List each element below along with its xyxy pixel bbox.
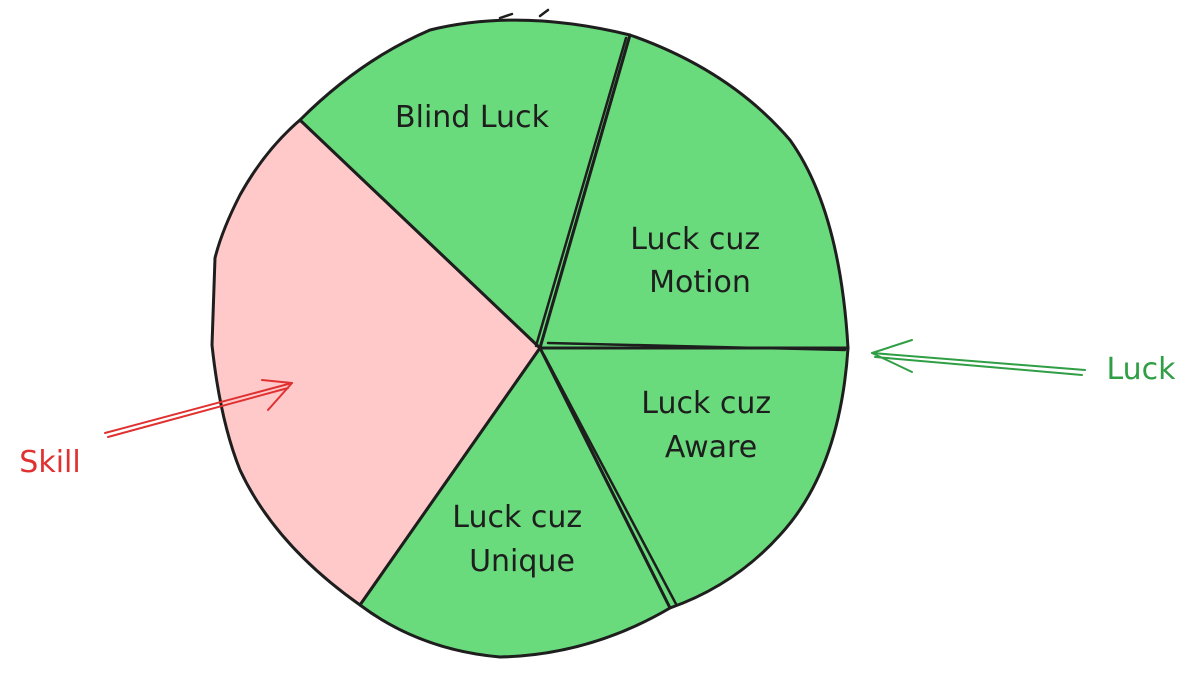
label-skill: Skill [19, 445, 80, 480]
label-luck: Luck [1106, 352, 1176, 387]
segment-blind-luck [298, 18, 632, 350]
divider-line-right [546, 341, 847, 352]
skill-arrow [104, 379, 293, 438]
label-luck-cuz-aware: Luck cuz Aware [641, 386, 780, 465]
label-luck-cuz-unique: Luck cuz Unique [452, 500, 591, 579]
label-luck-cuz-motion: Luck cuz Motion [630, 222, 769, 300]
divider-line-bottom-right [542, 353, 678, 606]
segment-luck-cuz-unique [358, 346, 672, 659]
sketch-marks [498, 8, 550, 20]
divider-line-top-right [534, 36, 628, 348]
label-blind-luck: Blind Luck [395, 100, 550, 135]
luck-arrow [871, 339, 1086, 376]
segment-skill [210, 118, 542, 607]
segment-luck-cuz-motion [538, 33, 850, 350]
segment-luck-cuz-aware [538, 346, 850, 610]
